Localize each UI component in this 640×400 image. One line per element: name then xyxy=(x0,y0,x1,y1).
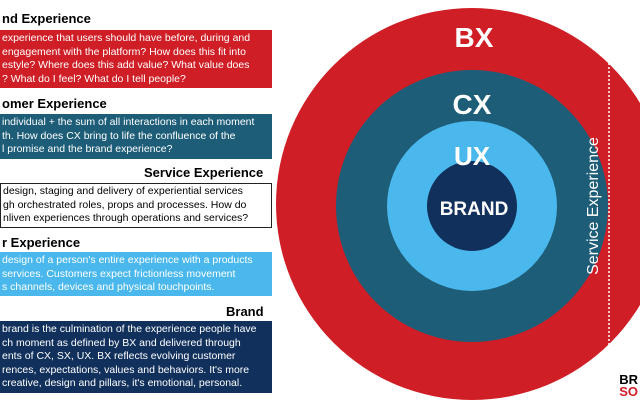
ux-line-2: services. Customers expect frictionless … xyxy=(2,267,236,280)
cx-line-3: l promise and the brand experience? xyxy=(2,143,173,156)
cx-description-box: individual + the sum of all interactions… xyxy=(0,114,272,159)
bx-line-4: ? What do I feel? What do I tell people? xyxy=(2,72,186,85)
cx-heading: omer Experience xyxy=(2,96,107,111)
ux-label: UX xyxy=(454,141,491,171)
logo-line-2: SO xyxy=(619,384,638,399)
brand-line-1: brand is the culmination of the experien… xyxy=(2,323,257,335)
sx-heading: Service Experience xyxy=(144,165,264,180)
bx-heading: nd Experience xyxy=(2,11,91,26)
brand-heading: Brand xyxy=(226,304,264,319)
bx-description-box: experience that users should have before… xyxy=(0,30,272,88)
ux-description-box: design of a person's entire experience w… xyxy=(0,252,272,296)
brand-line-5: creative, design and pillars, it's emoti… xyxy=(2,377,243,390)
logo-line-1: BR xyxy=(619,372,638,387)
brand-label: BRAND xyxy=(440,199,509,220)
brand-logo: BR SO xyxy=(619,372,638,399)
brand-core xyxy=(427,161,517,251)
cx-line-1: individual + the sum of all interactions… xyxy=(2,116,255,128)
bx-line-3: estyle? Where does this add value? What … xyxy=(2,59,250,72)
brand-line-2: ch moment as defined by BX and delivered… xyxy=(2,336,241,349)
sx-description-box: design, staging and delivery of experien… xyxy=(0,183,272,228)
bx-line-2: engagement with the platform? How does t… xyxy=(2,45,246,58)
brand-description-box: brand is the culmination of the experien… xyxy=(0,321,272,393)
brand-line-4: rences, expectations, values and behavio… xyxy=(2,363,250,376)
cx-label: CX xyxy=(453,89,492,120)
sx-line-3: nliven experiences through operations an… xyxy=(3,212,249,225)
bx-line-1: experience that users should have before… xyxy=(2,32,251,44)
sx-line-1: design, staging and delivery of experien… xyxy=(3,185,243,197)
ux-line-3: s channels, devices and physical touchpo… xyxy=(2,281,215,294)
ux-heading: r Experience xyxy=(2,235,81,250)
ux-line-1: design of a person's entire experience w… xyxy=(2,254,253,266)
brand-line-3: ents of CX, SX, UX. BX reflects evolving… xyxy=(2,350,236,363)
cx-line-2: th. How does CX bring to life the conflu… xyxy=(2,129,236,142)
sx-line-2: gh orchestrated roles, props and process… xyxy=(3,198,247,211)
sx-vertical-label: Service Experience xyxy=(585,137,602,275)
bx-label: BX xyxy=(455,22,494,53)
